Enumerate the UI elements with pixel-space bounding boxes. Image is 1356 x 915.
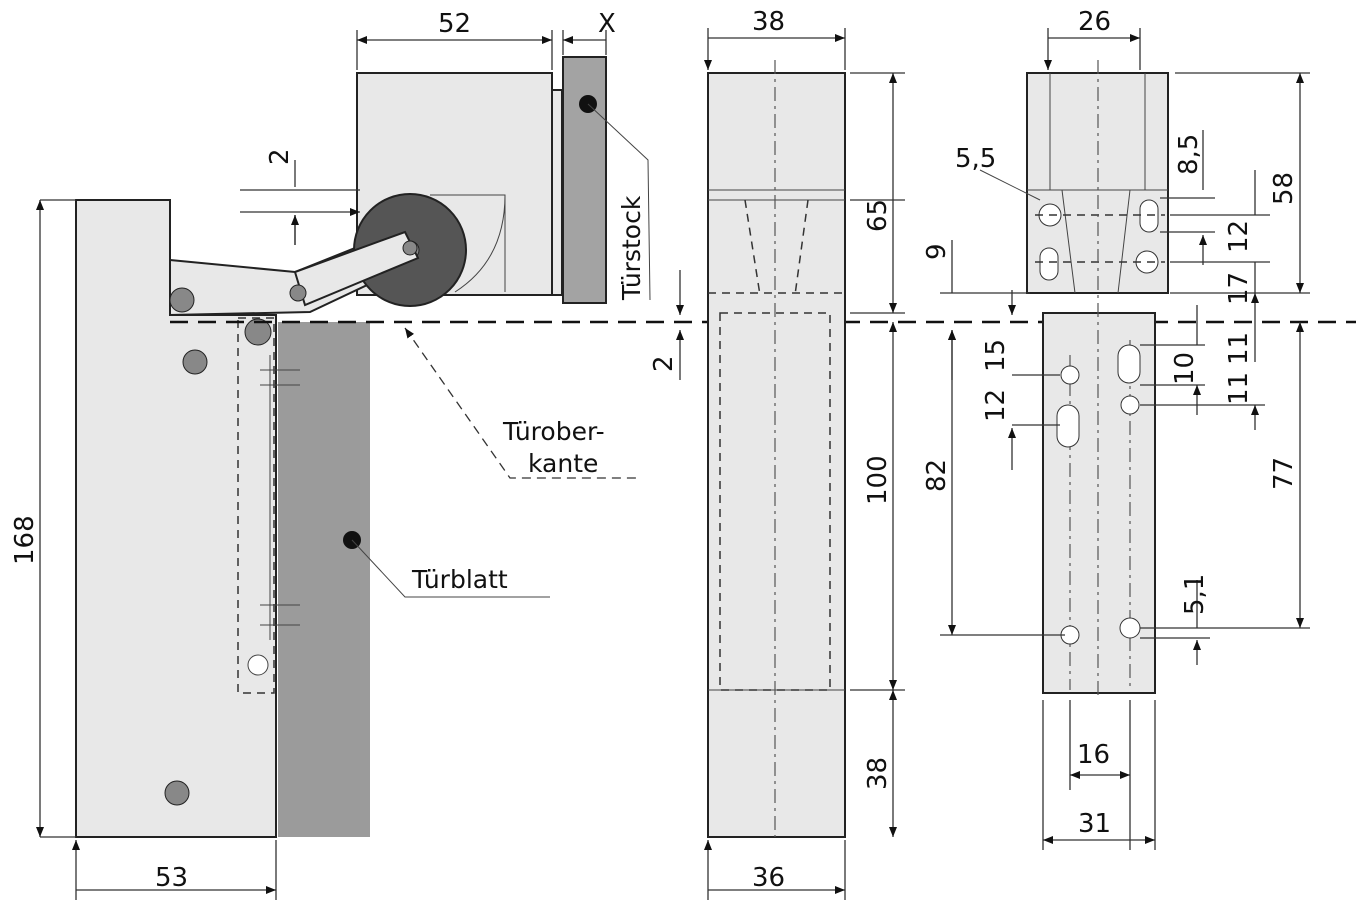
dim-upper-height: 65 bbox=[863, 199, 893, 232]
dim-offset-9: 9 bbox=[922, 243, 952, 260]
frame-label: Türstock bbox=[617, 195, 646, 301]
dim-gap-x: X bbox=[598, 9, 616, 39]
dim-offset-17: 17 bbox=[1224, 272, 1254, 305]
housing-back bbox=[551, 89, 563, 296]
dim-block-height: 58 bbox=[1269, 172, 1299, 205]
dim-bottom-38: 38 bbox=[863, 757, 893, 790]
dim-15: 15 bbox=[981, 339, 1011, 372]
dim-hole-5-5: 5,5 bbox=[955, 144, 996, 174]
dim-5-1: 5,1 bbox=[1180, 574, 1210, 615]
dim-housing-width: 52 bbox=[438, 9, 471, 39]
dim-plate-top-width: 26 bbox=[1078, 7, 1111, 37]
door-top-edge-label-2: kante bbox=[528, 449, 598, 478]
dim-base-width-53: 53 bbox=[155, 863, 188, 893]
plate-view bbox=[979, 60, 1169, 700]
door-leaf bbox=[278, 322, 370, 837]
dim-total-height: 168 bbox=[10, 515, 40, 565]
dim-hole-spacing-16: 16 bbox=[1077, 740, 1110, 770]
front-view bbox=[707, 60, 846, 838]
door-top-edge-label-1: Türober- bbox=[502, 417, 605, 446]
dim-gap-2: 2 bbox=[649, 355, 679, 372]
dim-roller-offset: 2 bbox=[265, 148, 295, 165]
dim-12-left: 12 bbox=[981, 389, 1011, 422]
dim-lower-height: 100 bbox=[863, 455, 893, 505]
dim-slot-10: 10 bbox=[1170, 352, 1200, 385]
side-view: Türstock Türblatt Türober- kante bbox=[75, 56, 651, 838]
dim-hole-spacing-12: 12 bbox=[1224, 220, 1254, 253]
door-leaf-label: Türblatt bbox=[411, 565, 508, 594]
door-frame bbox=[562, 56, 607, 304]
dim-11-a: 11 bbox=[1224, 332, 1254, 365]
dimensions bbox=[36, 28, 1310, 900]
dim-82: 82 bbox=[922, 459, 952, 492]
dim-77: 77 bbox=[1269, 457, 1299, 490]
dim-front-top-width: 38 bbox=[752, 7, 785, 37]
dim-hole-8-5: 8,5 bbox=[1174, 134, 1204, 175]
dim-front-bottom-width: 36 bbox=[752, 863, 785, 893]
dim-11-b: 11 bbox=[1224, 372, 1254, 405]
dim-plate-width-31: 31 bbox=[1078, 809, 1111, 839]
dimension-labels: 52 X 38 26 2 65 9 8,5 5,5 58 12 17 2 15 … bbox=[10, 7, 1299, 893]
